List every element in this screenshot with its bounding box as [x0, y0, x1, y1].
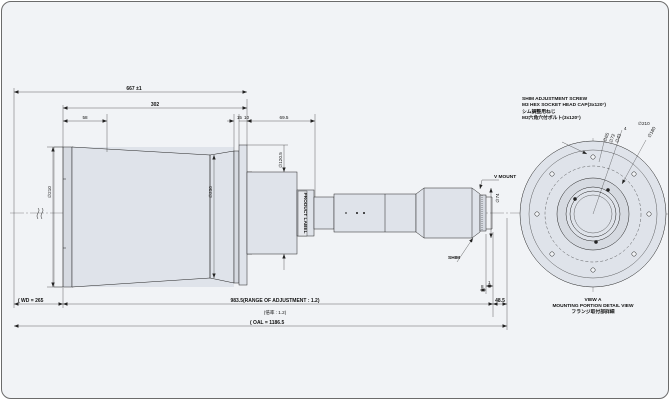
- dim-8: 8: [481, 284, 484, 289]
- mounting-detail-title: MOUNTING PORTION DETAIL VIEW: [552, 303, 634, 309]
- dim-dia-210: ∅210: [47, 186, 52, 198]
- view-a-texts: SHIM ADJUSTMENT SCREW M3 HEX SOCKET HEAD…: [522, 96, 657, 315]
- r-dia-43: ∅43: [614, 133, 622, 144]
- shim-screw-spec-jp: M3六角穴付ボルト(3x120°): [522, 114, 581, 121]
- dim-15: 15: [237, 115, 243, 120]
- product-label-plate: [297, 190, 308, 237]
- view-a-detail: [519, 129, 668, 294]
- shim-screw-label: SHIM ADJUSTMENT SCREW: [522, 96, 588, 102]
- dim-range-jp: (倍率 : 1.2): [264, 309, 287, 316]
- dim-wd: ( WD = 265: [18, 298, 44, 304]
- dimension-texts: 667 ±1 302 58 15 10 69.5 ∅210 ∅230 ∅120.…: [18, 86, 516, 326]
- view-a-title: VIEW A: [585, 297, 602, 303]
- shim-screw-label-jp: シム調整用ねじ: [522, 108, 556, 115]
- dim-302: 302: [151, 102, 160, 108]
- dim-58: 58: [82, 115, 88, 120]
- shim-label: SHIM: [448, 255, 460, 261]
- mounting-detail-title-jp: フランジ取付部詳細: [571, 308, 614, 315]
- dim-1: 1: [488, 280, 491, 285]
- r-dia-65: ∅65: [602, 132, 610, 143]
- dim-oal: ( OAL = 1186.5: [250, 320, 284, 326]
- dim-10: 10: [244, 115, 250, 120]
- dim-dia-74: ∅74: [495, 193, 500, 203]
- dim-69-5: 69.5: [280, 115, 289, 120]
- r-dia-180: ∅180: [647, 126, 657, 139]
- r-dia-4: 4: [624, 126, 627, 131]
- product-label-text: PRODUCT LABEL: [302, 192, 308, 233]
- dim-dia-120-5: ∅120.5: [278, 152, 283, 168]
- r-dia-210: ∅210: [638, 121, 650, 126]
- dim-48-5: 48.5: [495, 298, 505, 304]
- dim-range: 983.5(RANGE OF ADJUSTMENT : 1.2): [231, 298, 320, 304]
- dim-dia-230: ∅230: [208, 186, 213, 198]
- dimension-lines: [13, 88, 508, 330]
- lens-side-view: [10, 144, 530, 288]
- dim-667: 667 ±1: [126, 86, 141, 92]
- r-dia-72: ∅72: [608, 133, 616, 144]
- shim-screw-spec: M3 HEX SOCKET HEAD CAP(3x120°): [522, 102, 606, 108]
- v-mount-label: V MOUNT: [494, 174, 516, 180]
